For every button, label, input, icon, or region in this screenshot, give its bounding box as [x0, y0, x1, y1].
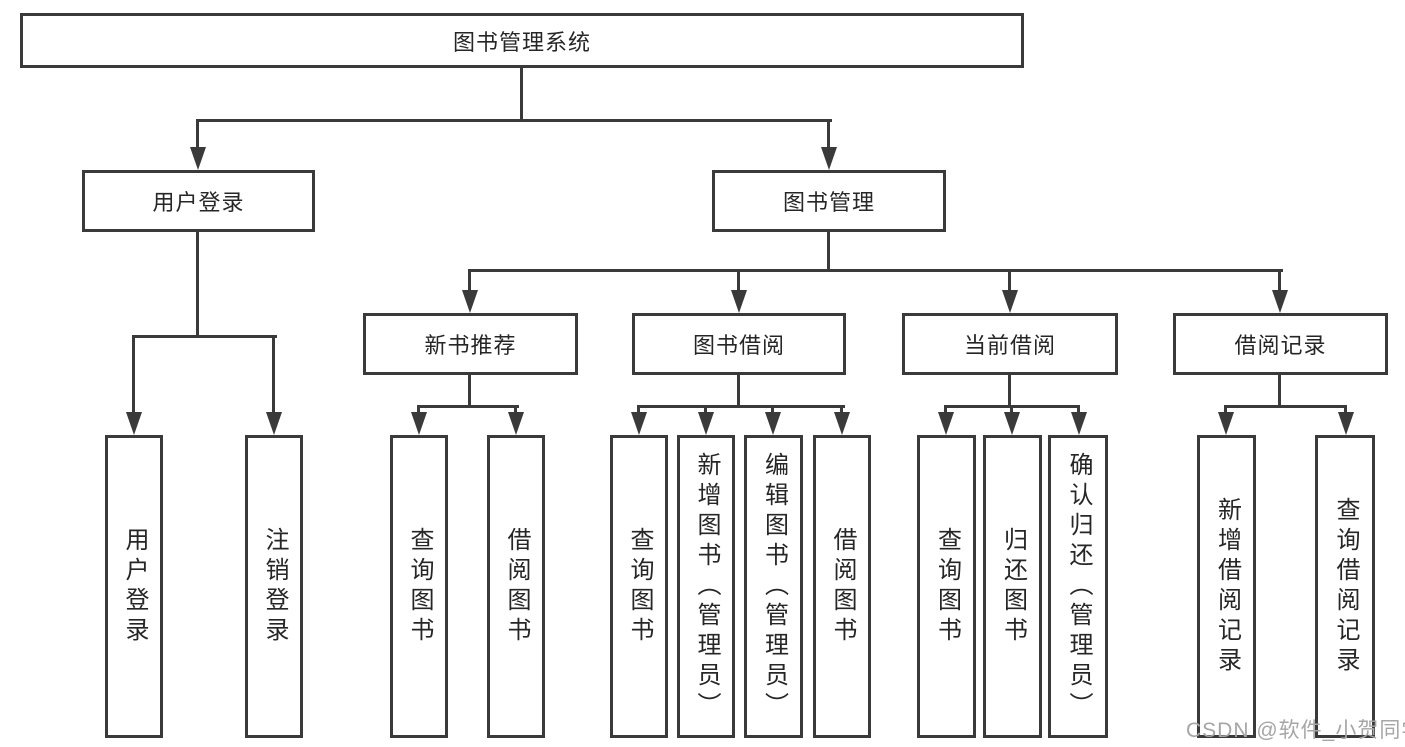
arrowhead-icon	[411, 412, 427, 435]
connector-line	[196, 119, 199, 150]
leaf-logout: 注销登录	[245, 435, 303, 738]
connector-line	[468, 375, 471, 408]
connector-line	[840, 405, 843, 417]
leaf-user-login: 用户登录	[105, 435, 163, 738]
leaf-confirm-return-admin: 确认归还（管理员）	[1048, 435, 1108, 738]
connector-line	[1344, 405, 1347, 417]
node-borrow-records: 借阅记录	[1173, 313, 1388, 375]
arrowhead-icon	[938, 412, 954, 435]
node-book-management: 图书管理	[712, 170, 946, 232]
connector-line	[514, 405, 517, 417]
connector-line	[468, 269, 1283, 272]
connector-line	[520, 68, 523, 121]
connector-line	[737, 269, 740, 293]
connector-line	[196, 119, 832, 122]
arrowhead-icon	[765, 412, 781, 435]
connector-line	[468, 269, 471, 293]
connector-line	[132, 335, 277, 338]
connector-line	[272, 335, 275, 415]
arrowhead-icon	[462, 290, 478, 313]
leaf-return-book: 归还图书	[983, 435, 1042, 738]
connector-line	[1224, 405, 1227, 417]
node-current-borrow: 当前借阅	[902, 313, 1118, 375]
leaf-borrow-book-1: 借阅图书	[487, 435, 545, 738]
arrowhead-icon	[631, 412, 647, 435]
connector-line	[1278, 375, 1281, 408]
arrowhead-icon	[190, 147, 206, 170]
connector-line	[771, 405, 774, 417]
connector-line	[737, 375, 740, 408]
connector-line	[944, 405, 947, 417]
arrowhead-icon	[508, 412, 524, 435]
arrowhead-icon	[126, 412, 142, 435]
arrowhead-icon	[731, 290, 747, 313]
arrowhead-icon	[1272, 290, 1288, 313]
arrowhead-icon	[1002, 290, 1018, 313]
node-book-borrow: 图书借阅	[632, 313, 846, 375]
connector-line	[637, 405, 845, 408]
arrowhead-icon	[1071, 412, 1087, 435]
leaf-query-book-1: 查询图书	[390, 435, 448, 738]
connector-line	[1008, 375, 1011, 408]
leaf-add-borrow-record: 新增借阅记录	[1197, 435, 1256, 738]
arrowhead-icon	[698, 412, 714, 435]
arrowhead-icon	[266, 412, 282, 435]
connector-line	[637, 405, 640, 417]
connector-line	[196, 232, 199, 338]
connector-line	[1224, 405, 1347, 408]
node-new-book-recommend: 新书推荐	[363, 313, 578, 375]
csdn-watermark: CSDN @软件_小贺同学	[1186, 719, 1405, 742]
connector-line	[417, 405, 420, 417]
connector-line	[1278, 269, 1281, 293]
connector-line	[132, 335, 135, 415]
arrowhead-icon	[834, 412, 850, 435]
connector-line	[1010, 405, 1013, 417]
leaf-query-borrow-record: 查询借阅记录	[1315, 435, 1375, 738]
arrowhead-icon	[1338, 412, 1354, 435]
arrowhead-icon	[1004, 412, 1020, 435]
node-root-book-management-system: 图书管理系统	[20, 13, 1024, 68]
node-user-login: 用户登录	[82, 170, 315, 232]
leaf-borrow-book-2: 借阅图书	[813, 435, 871, 738]
connector-line	[417, 405, 519, 408]
connector-line	[704, 405, 707, 417]
leaf-edit-book-admin: 编辑图书（管理员）	[744, 435, 803, 738]
connector-line	[827, 119, 830, 150]
leaf-add-book-admin: 新增图书（管理员）	[677, 435, 735, 738]
leaf-query-book-3: 查询图书	[917, 435, 976, 738]
arrowhead-icon	[821, 147, 837, 170]
connector-line	[1077, 405, 1080, 417]
arrowhead-icon	[1218, 412, 1234, 435]
leaf-query-book-2: 查询图书	[610, 435, 668, 738]
connector-line	[827, 232, 830, 272]
connector-line	[1008, 269, 1011, 293]
